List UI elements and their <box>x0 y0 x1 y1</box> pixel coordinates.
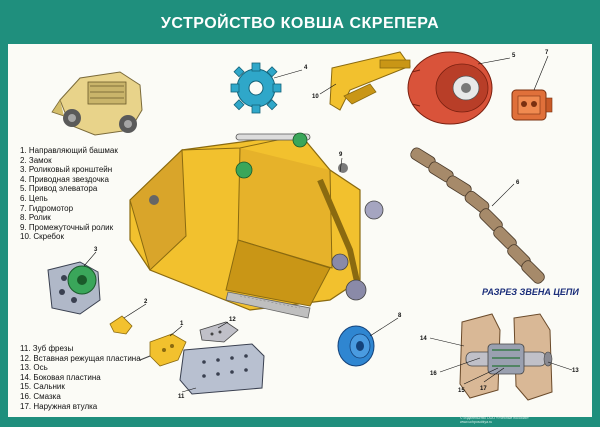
cutting-plate-illustration <box>179 343 265 395</box>
callout-2: 2 <box>144 299 148 305</box>
legend-main-parts: 1. Направляющий башмак 2. Замок 3. Ролик… <box>20 146 118 242</box>
legend-item: 10. Скребок <box>20 232 64 242</box>
legend-item: 5. Привод элеватора <box>20 184 98 194</box>
legend-item: 3. Роликовый кронштейн <box>20 165 113 175</box>
callout-1: 1 <box>180 321 184 327</box>
lock-illustration <box>109 315 133 335</box>
callout-4: 4 <box>304 65 308 71</box>
chain-link-section-illustration <box>459 313 553 401</box>
callout-11: 11 <box>178 394 185 400</box>
callout-15: 15 <box>458 388 465 394</box>
legend-item: 2. Замок <box>20 155 52 165</box>
callout-6: 6 <box>516 180 520 186</box>
callout-10: 10 <box>312 94 319 100</box>
legend-item: 14. Боковая пластина <box>20 372 101 382</box>
legend-item: 13. Ось <box>20 363 48 373</box>
callout-7: 7 <box>545 50 549 56</box>
legend-item: 1. Направляющий башмак <box>20 146 118 155</box>
callout-9: 9 <box>339 152 343 158</box>
leader-lines <box>83 55 573 393</box>
legend-item: 8. Ролик <box>20 213 51 223</box>
drive-sprocket-illustration <box>230 62 282 114</box>
title-bar: УСТРОЙСТВО КОВША СКРЕПЕРА <box>8 8 592 40</box>
callout-16: 16 <box>430 371 437 377</box>
roller-illustration <box>337 325 375 367</box>
legend-item: 6. Цепь <box>20 193 48 203</box>
callout-14: 14 <box>420 336 427 342</box>
callout-13: 13 <box>572 368 579 374</box>
scraper-blade-illustration <box>329 51 411 111</box>
hydraulic-motor-illustration <box>511 89 553 121</box>
cutter-tooth-illustration <box>199 321 239 343</box>
chain-illustration <box>410 147 545 284</box>
publisher-footer: © Издательство ООО «Учебные пособия» www… <box>460 416 529 424</box>
legend-item: 7. Гидромотор <box>20 203 74 213</box>
callout-8: 8 <box>398 313 402 319</box>
legend-detail-parts: 11. Зуб фрезы 12. Вставная режущая пласт… <box>20 344 141 411</box>
legend-item: 11. Зуб фрезы <box>20 344 74 353</box>
legend-item: 17. Наружная втулка <box>20 401 98 411</box>
poster-title: УСТРОЙСТВО КОВША СКРЕПЕРА <box>160 15 440 32</box>
callout-5: 5 <box>512 53 516 59</box>
footer-line: © Издательство ООО «Учебные пособия» <box>460 416 529 420</box>
callout-12: 12 <box>229 317 236 323</box>
legend-item: 16. Смазка <box>20 391 61 401</box>
scraper-machine-illustration <box>51 71 143 136</box>
callout-17: 17 <box>480 386 487 392</box>
legend-item: 4. Приводная звездочка <box>20 174 109 184</box>
elevator-drive-illustration <box>407 51 493 125</box>
footer-line: www.uchposobiya.ru <box>460 420 493 424</box>
guide-shoe-illustration <box>139 333 187 367</box>
callout-3: 3 <box>94 247 98 253</box>
scraper-bucket-illustration <box>129 132 384 319</box>
chain-section-caption: РАЗРЕЗ ЗВЕНА ЦЕПИ <box>482 287 579 297</box>
legend-item: 9. Промежуточный ролик <box>20 222 114 232</box>
legend-item: 12. Вставная режущая пластина <box>20 353 141 363</box>
legend-item: 15. Сальник <box>20 382 65 392</box>
roller-bracket-illustration <box>47 261 101 315</box>
